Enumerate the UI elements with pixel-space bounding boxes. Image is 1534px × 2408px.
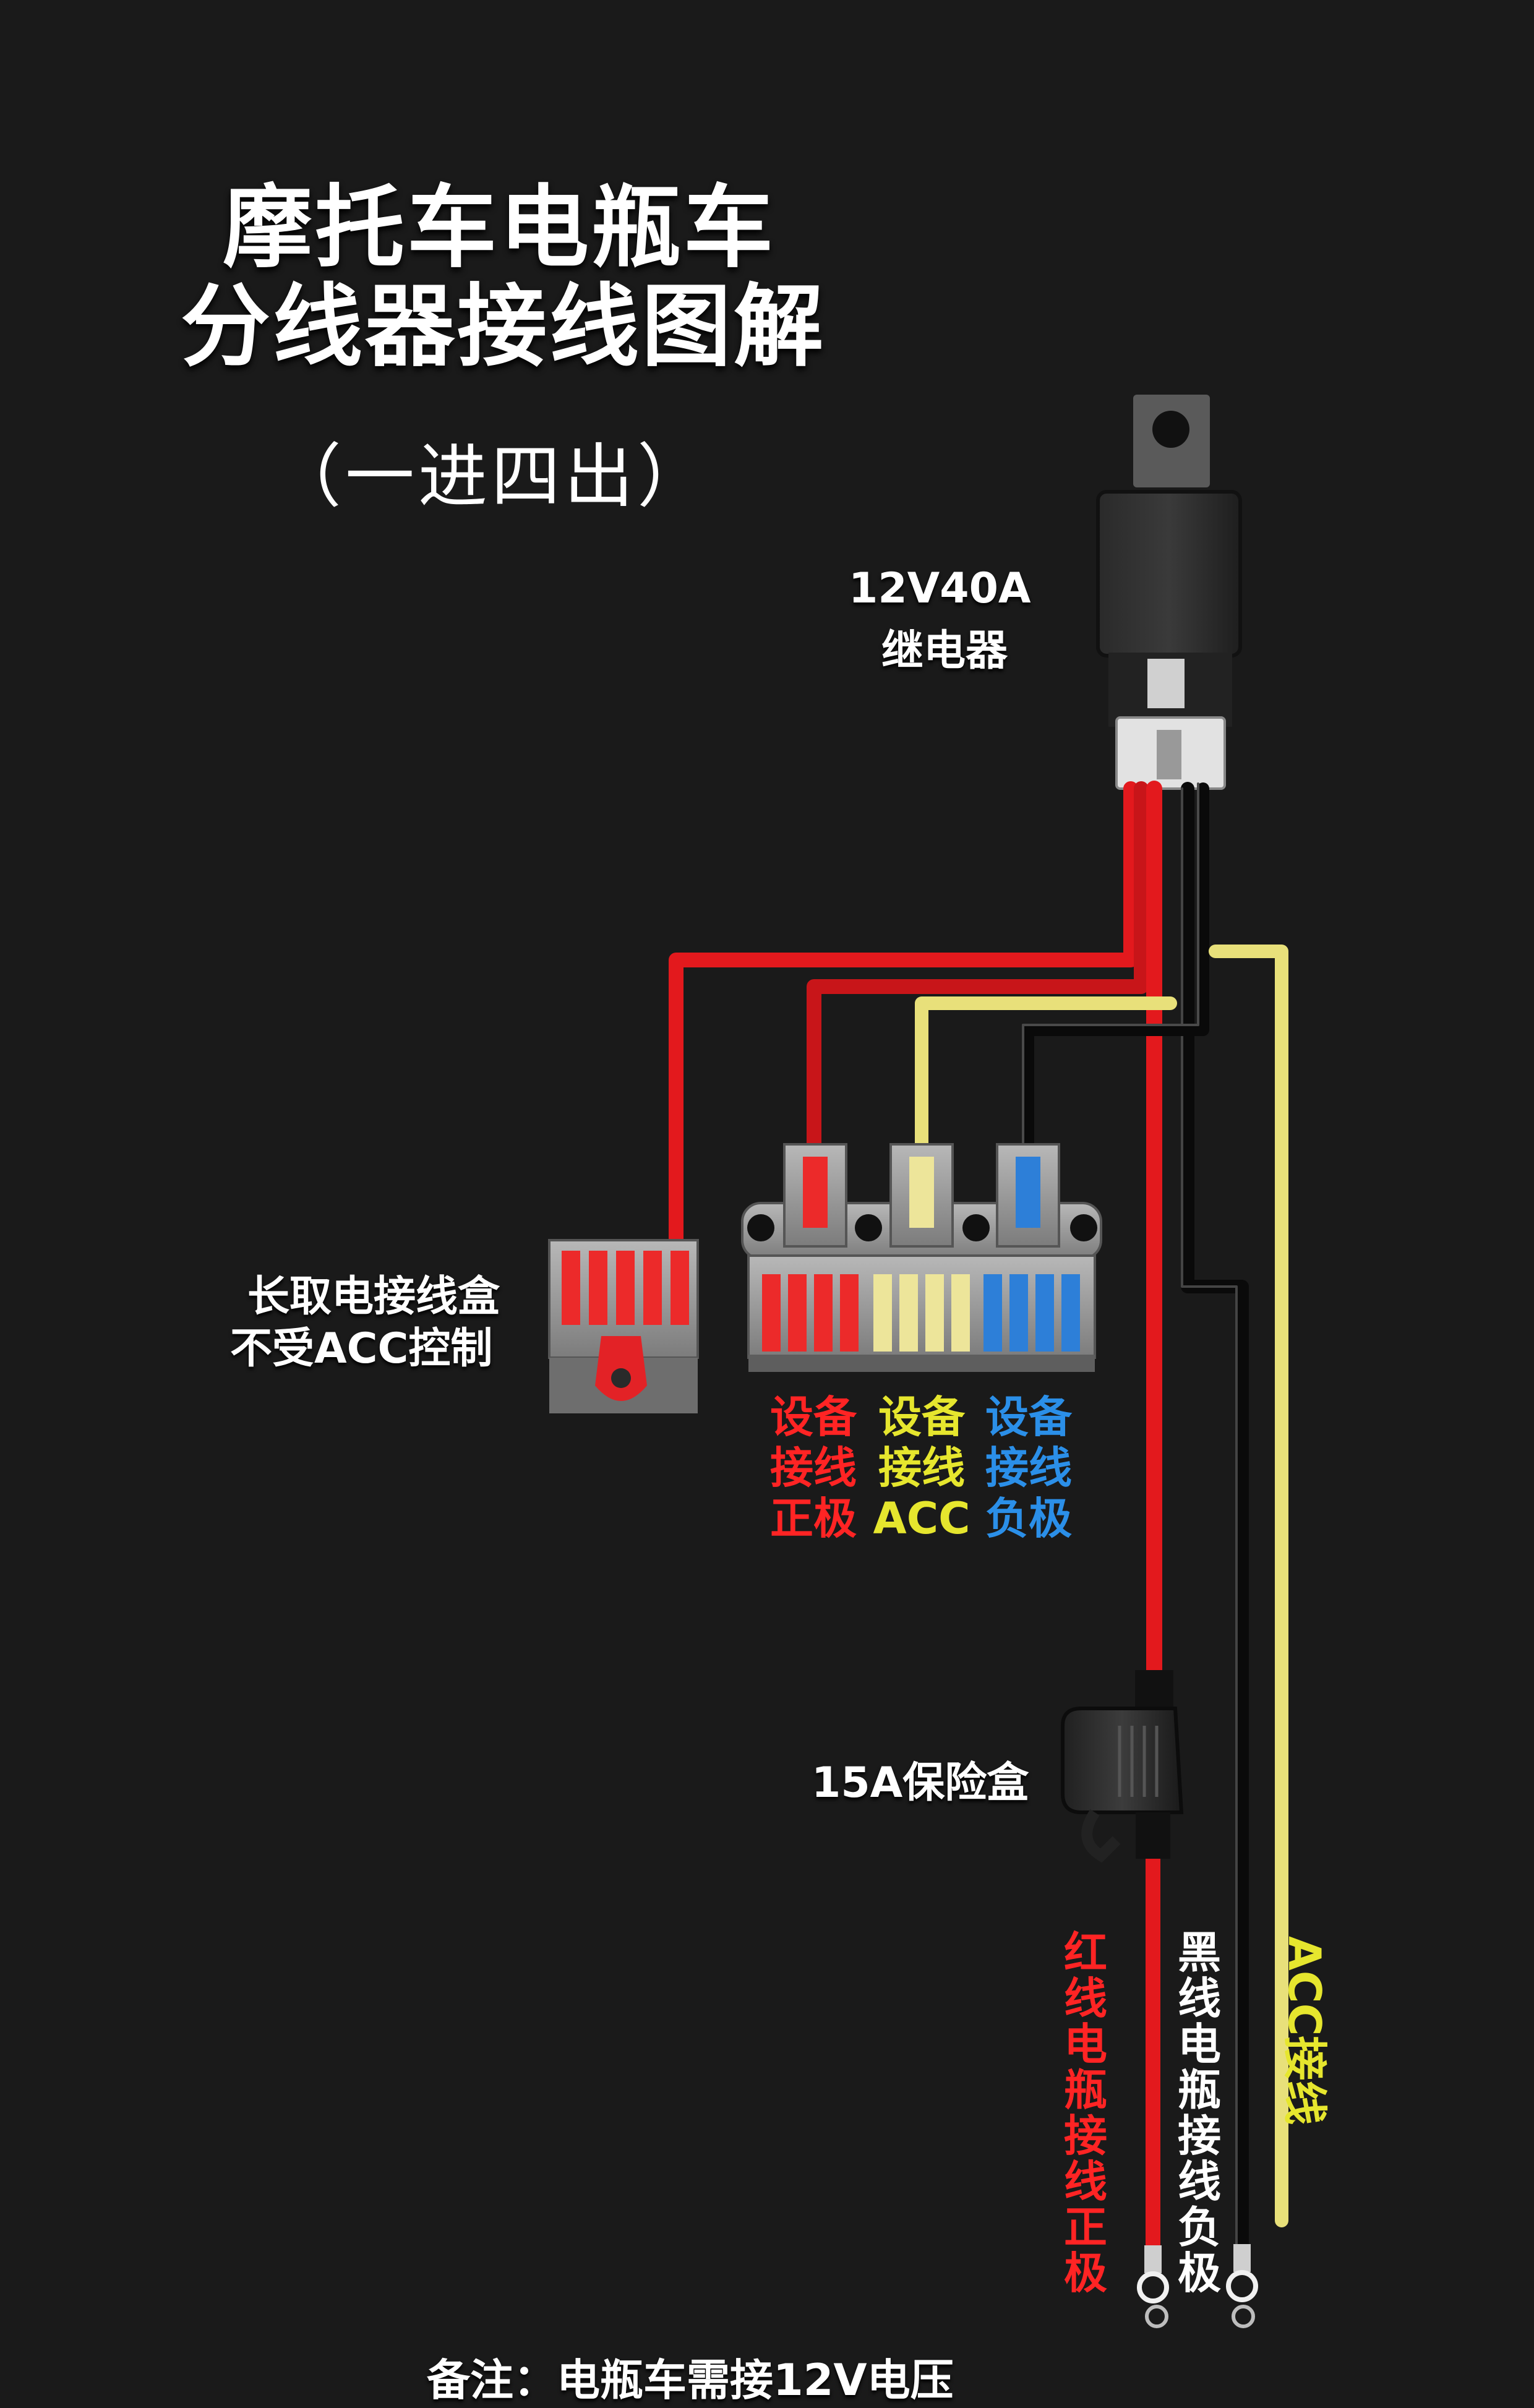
black-ring-terminal-lower <box>1232 2305 1255 2328</box>
yellow-wire-acc-out <box>1209 945 1288 2227</box>
always-on-box-lever <box>562 1251 580 1325</box>
relay-socket-window <box>1147 659 1185 708</box>
red-lead-sleeve <box>1144 2245 1162 2273</box>
black-lead-sleeve <box>1233 2244 1251 2272</box>
always-on-box <box>548 1239 699 1413</box>
black-wire-device-negative <box>1022 782 1209 1154</box>
yellow-wire-device-acc <box>915 996 1177 1154</box>
always-on-box-lever <box>671 1251 689 1325</box>
page-title-line2: 分线器接线图解 <box>181 275 826 379</box>
relay <box>1096 395 1242 790</box>
always-on-box-lever <box>589 1251 607 1325</box>
page-subtitle: （一进四出） <box>272 437 710 517</box>
device-positive-label: 设备 接线 正极 <box>770 1392 857 1544</box>
always-on-ring-hole <box>611 1368 631 1388</box>
always-on-label-line1: 长取电接线盒 <box>247 1272 500 1321</box>
fuse-label: 15A保险盒 <box>812 1759 1029 1807</box>
terminal-input-yellow-lever <box>909 1157 934 1228</box>
red-ring-terminal-lower <box>1145 2305 1168 2328</box>
black-battery-label: 黑线电瓶接线负极 <box>1178 1927 1221 2299</box>
terminal-output-levers-yellow <box>873 1274 970 1352</box>
terminal-block-screw-hole <box>1070 1214 1097 1241</box>
relay-connector-slot <box>1157 730 1181 779</box>
always-on-box-lever <box>616 1251 635 1325</box>
wires <box>669 781 1288 2274</box>
red-battery-label: 红线电瓶接线正极 <box>1064 1927 1107 2299</box>
page-title-line1: 摩托车电瓶车 <box>223 176 776 280</box>
relay-label-model: 12V40A <box>849 564 1031 613</box>
terminal-block <box>741 1143 1102 1372</box>
terminal-block-screw-hole <box>747 1214 774 1241</box>
footer-note: 备注：电瓶车需接12V电压 <box>427 2355 954 2406</box>
red-ring-terminal <box>1137 2271 1169 2303</box>
terminal-block-screw-hole <box>962 1214 990 1241</box>
terminal-input-red-lever <box>803 1157 828 1228</box>
black-wire-main-edge <box>1181 787 1238 2262</box>
black-wire-device-negative-edge <box>1022 782 1199 1144</box>
fuse-grip-lines <box>1118 1726 1159 1797</box>
fuse-box <box>1061 1670 1184 1863</box>
black-ring-terminal <box>1226 2270 1258 2302</box>
terminal-output-levers-red <box>762 1274 859 1352</box>
terminal-output-levers-blue <box>983 1274 1080 1352</box>
terminal-block-screw-hole <box>855 1214 882 1241</box>
battery-ring-terminals <box>1137 2244 1258 2328</box>
device-acc-label: 设备 接线 ACC <box>873 1392 971 1544</box>
acc-wire-label: ACC接线 <box>1279 1936 1330 2125</box>
fuse-strap <box>1081 1809 1121 1863</box>
relay-mount-hole <box>1152 411 1189 448</box>
always-on-label-line2: 不受ACC控制 <box>230 1324 493 1373</box>
terminal-input-blue-lever <box>1016 1157 1040 1228</box>
relay-body <box>1096 490 1242 658</box>
fuse-lower-sleeve <box>1136 1812 1170 1859</box>
fuse-cap <box>1135 1670 1173 1707</box>
red-wire-device-positive <box>807 781 1149 1155</box>
always-on-box-lever <box>643 1251 662 1325</box>
relay-label-name: 继电器 <box>881 627 1008 675</box>
fuse-body <box>1061 1707 1184 1814</box>
red-wire-always-on <box>669 781 1138 1254</box>
terminal-block-bottom <box>748 1355 1095 1372</box>
device-negative-label: 设备 接线 负极 <box>985 1392 1072 1544</box>
